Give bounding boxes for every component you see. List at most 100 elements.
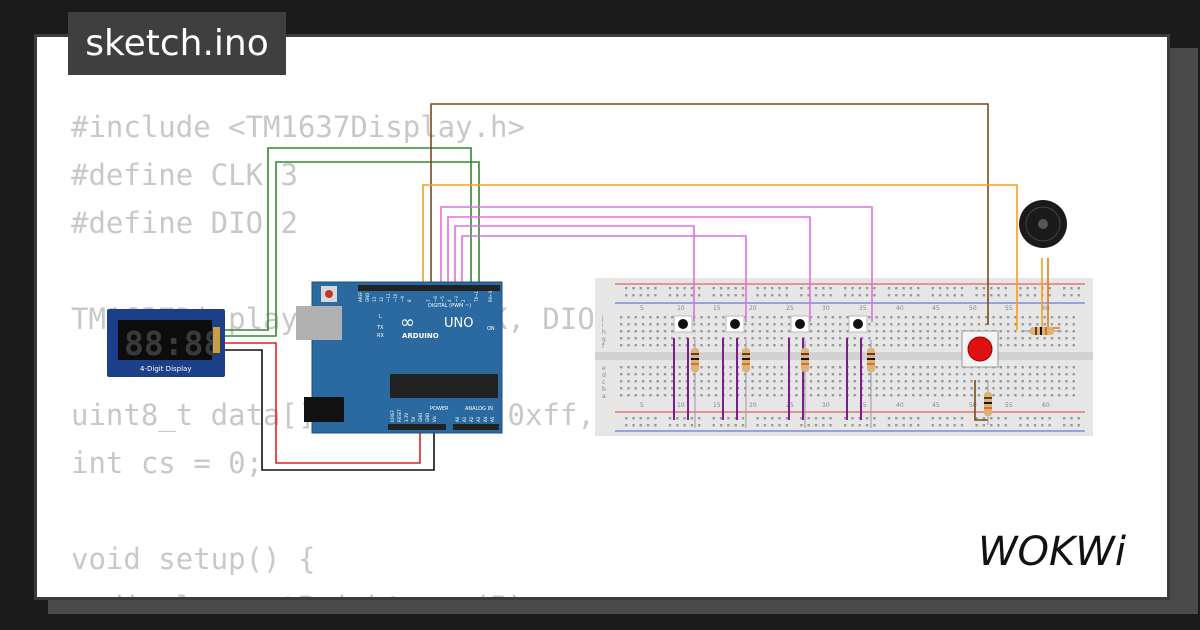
breadboard-hole bbox=[758, 366, 762, 369]
breadboard-hole bbox=[868, 380, 871, 383]
breadboard-hole bbox=[685, 344, 689, 347]
wires bbox=[220, 103, 1060, 471]
breadboard-hole bbox=[868, 337, 871, 340]
pushbutton[interactable] bbox=[673, 315, 693, 333]
breadboard-hole bbox=[809, 316, 813, 319]
breadboard-hole bbox=[868, 394, 871, 397]
breadboard-hole bbox=[1063, 417, 1066, 420]
breadboard-hole bbox=[926, 387, 929, 390]
breadboard-hole bbox=[941, 387, 944, 390]
breadboard-hole bbox=[858, 294, 861, 297]
row-letter: h bbox=[602, 329, 606, 336]
pushbutton[interactable] bbox=[790, 315, 810, 333]
breadboard-hole bbox=[722, 330, 725, 333]
breadboard-hole bbox=[744, 337, 747, 340]
breadboard-hole bbox=[1072, 344, 1075, 347]
digital-pin: 4 bbox=[447, 299, 452, 302]
breadboard-hole bbox=[756, 287, 759, 290]
breadboard-hole bbox=[773, 330, 776, 333]
breadboard-hole bbox=[873, 417, 876, 420]
code-line: #define DIO 2 bbox=[71, 206, 298, 240]
breadboard-hole bbox=[839, 387, 842, 390]
breadboard-hole bbox=[649, 337, 652, 340]
breadboard-hole bbox=[1065, 380, 1068, 383]
wire-button-return bbox=[974, 380, 988, 421]
tm1637-display: 88:88 4-Digit Display bbox=[107, 309, 225, 377]
breadboard-hole bbox=[634, 373, 637, 376]
breadboard-hole bbox=[822, 287, 825, 290]
analog-label: ANALOG IN bbox=[465, 406, 493, 412]
breadboard-hole bbox=[685, 337, 689, 340]
breadboard-hole bbox=[997, 287, 1000, 290]
breadboard-hole bbox=[992, 394, 995, 397]
breadboard-hole bbox=[860, 380, 864, 383]
breadboard-hole bbox=[634, 337, 637, 340]
analog-pin: A0 bbox=[455, 416, 460, 422]
breadboard-hole bbox=[700, 394, 703, 397]
breadboard-hole bbox=[734, 424, 737, 427]
breadboard-hole bbox=[663, 344, 667, 347]
breadboard-hole bbox=[975, 294, 978, 297]
breadboard-hole bbox=[1043, 380, 1046, 383]
breadboard-hole bbox=[780, 373, 783, 376]
breadboard-hole bbox=[941, 323, 944, 326]
pushbutton[interactable] bbox=[725, 315, 745, 333]
analog-pin: A2 bbox=[469, 416, 474, 422]
breadboard-hole bbox=[690, 424, 694, 427]
breadboard-hole bbox=[763, 294, 767, 297]
filename-tab[interactable]: sketch.ino bbox=[68, 12, 286, 75]
breadboard-hole bbox=[897, 373, 900, 376]
breadboard-hole bbox=[860, 394, 864, 397]
breadboard-hole bbox=[700, 366, 703, 369]
breadboard-hole bbox=[751, 373, 754, 376]
breadboard-hole bbox=[999, 366, 1002, 369]
breadboard-hole bbox=[707, 316, 710, 319]
breadboard-hole bbox=[758, 330, 762, 333]
wire-vcc bbox=[220, 342, 421, 464]
breadboard-hole bbox=[831, 380, 835, 383]
arduino-uno: ∞ UNO ARDUINO DIGITAL (PWM ~) POWER ANAL… bbox=[296, 281, 503, 434]
breadboard-hole bbox=[846, 316, 849, 319]
breadboard-hole bbox=[671, 323, 674, 326]
breadboard-hole bbox=[824, 344, 827, 347]
breadboard-hole bbox=[656, 323, 659, 326]
breadboard-hole bbox=[656, 330, 659, 333]
breadboard-hole bbox=[800, 287, 803, 290]
breadboard-hole bbox=[766, 394, 769, 397]
breadboard-hole bbox=[909, 294, 913, 297]
breadboard-hole bbox=[656, 337, 659, 340]
breadboard-hole bbox=[1063, 287, 1066, 290]
breadboard-hole bbox=[912, 366, 915, 369]
breadboard-hole bbox=[817, 337, 820, 340]
breadboard-hole bbox=[714, 344, 718, 347]
breadboard-hole bbox=[685, 373, 689, 376]
breadboard-hole bbox=[654, 424, 657, 427]
breadboard-hole bbox=[1072, 323, 1075, 326]
analog-pin: A3 bbox=[476, 416, 481, 422]
col-number: 60 bbox=[1042, 402, 1050, 409]
breadboard-hole bbox=[787, 323, 791, 326]
breadboard-hole bbox=[817, 387, 820, 390]
breadboard-hole bbox=[858, 287, 861, 290]
display-header bbox=[213, 327, 220, 353]
breadboard-hole bbox=[678, 366, 681, 369]
breadboard-hole bbox=[690, 287, 694, 290]
power-pin: GND bbox=[418, 413, 423, 422]
breadboard-hole bbox=[641, 323, 645, 326]
breadboard-hole bbox=[1004, 294, 1007, 297]
code-line: display.setBrightness(5); bbox=[71, 590, 543, 597]
breadboard-hole bbox=[663, 366, 667, 369]
breadboard-hole bbox=[1070, 424, 1073, 427]
breadboard-hole bbox=[1006, 366, 1010, 369]
breadboard-hole bbox=[1006, 387, 1010, 390]
big-red-button[interactable] bbox=[961, 330, 999, 368]
breadboard-hole bbox=[926, 330, 929, 333]
breadboard-hole bbox=[625, 294, 628, 297]
breadboard-hole bbox=[990, 287, 993, 290]
breadboard-hole bbox=[817, 316, 820, 319]
breadboard-hole bbox=[941, 316, 944, 319]
breadboard-hole bbox=[722, 323, 725, 326]
col-number: 40 bbox=[896, 305, 904, 312]
pushbutton[interactable] bbox=[848, 315, 868, 333]
breadboard-hole bbox=[890, 387, 893, 390]
